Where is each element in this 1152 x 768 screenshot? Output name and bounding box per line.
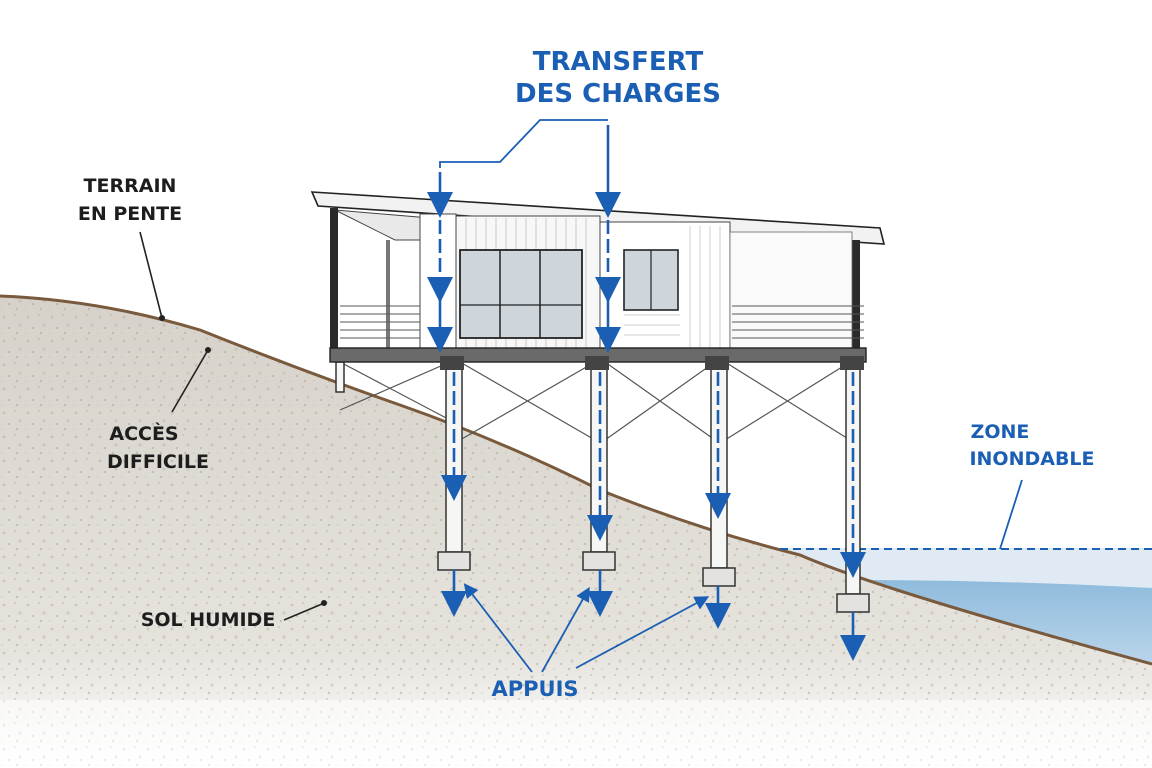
terrain-label-line2: EN PENTE [78, 203, 182, 225]
railings [340, 305, 864, 339]
house [310, 191, 886, 370]
appuis-leader-3 [575, 596, 710, 669]
sol-leader [283, 603, 323, 621]
terrain-dot [159, 315, 165, 321]
pile-2-footing [582, 551, 616, 571]
pile-1-footing [437, 551, 471, 571]
pile-3-footing [702, 567, 736, 587]
pile-4-footing [836, 593, 870, 613]
terrain-leader [139, 231, 163, 319]
terrain-surface-line [0, 294, 1152, 666]
callout-leaders [139, 119, 1023, 673]
transfert-title-line2: DES CHARGES [515, 79, 721, 109]
zone-leader [999, 479, 1023, 550]
acces-label-line1: ACCÈS [109, 422, 178, 445]
wall-left-panel [419, 213, 457, 349]
load-arrows [427, 125, 866, 661]
appuis-label: APPUIS [491, 677, 578, 701]
large-window [459, 249, 583, 339]
transfert-title-line1: TRANSFERT [533, 47, 704, 77]
acces-label-line2: DIFFICILE [107, 451, 209, 473]
appuis-leader-2 [541, 586, 590, 673]
zone-label-line2: INONDABLE [969, 448, 1094, 470]
acces-leader [171, 349, 209, 413]
zone-label-line1: ZONE [971, 421, 1030, 443]
sol-humide-label: SOL HUMIDE [141, 609, 276, 631]
sol-dot [321, 600, 327, 606]
transfert-leader [439, 119, 608, 168]
cross-bracing [339, 361, 851, 441]
appuis-leader-1 [463, 583, 533, 673]
acces-dot [205, 347, 211, 353]
terrain-label-line1: TERRAIN [84, 175, 177, 197]
